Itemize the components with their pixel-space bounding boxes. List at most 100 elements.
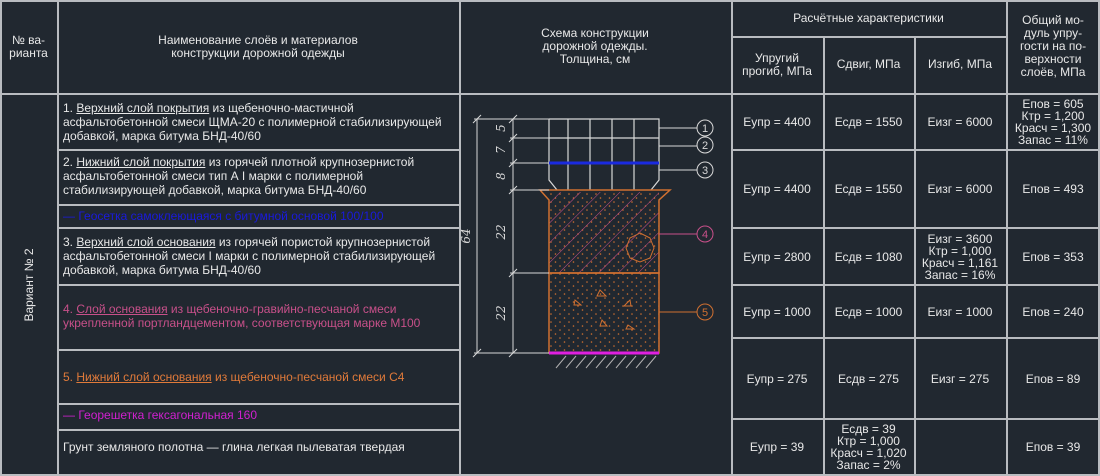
- border: [0, 474, 1100, 476]
- callout-3: 3: [659, 161, 714, 179]
- divider: [731, 418, 1100, 420]
- callout-4: 4: [659, 225, 714, 243]
- svg-text:3: 3: [702, 165, 708, 177]
- shear-value: Есдв = 1080: [834, 249, 903, 264]
- divider: [1006, 0, 1008, 476]
- divider: [57, 0, 59, 476]
- layer-num: 1.: [63, 101, 77, 115]
- layer-material: из щебеночно-мастичной асфальтобетонной …: [63, 101, 442, 143]
- layer-2-description: 2. Нижний слой покрытия из горячей плотн…: [63, 155, 455, 197]
- layer-1-description: 1. Верхний слой покрытия из щебеночно-ма…: [63, 101, 455, 143]
- geonet-description: — Геосетка самоклеющаяся с битумной осно…: [63, 209, 384, 223]
- thickness-label: 5: [494, 124, 508, 132]
- callout-2: 2: [659, 136, 714, 154]
- divider: [57, 429, 459, 431]
- layer-num: 5.: [63, 370, 77, 384]
- divider: [731, 0, 733, 476]
- border: [0, 0, 2, 476]
- divider: [57, 149, 459, 151]
- callout-1: 1: [659, 119, 714, 137]
- layer-name: Нижний слой основания: [76, 370, 212, 384]
- divider: [57, 403, 459, 405]
- bending-value: Еизг = 6000: [927, 115, 993, 129]
- divider: [57, 204, 459, 206]
- bending-value: Еизг = 6000: [927, 182, 993, 196]
- layer-num: 2.: [63, 155, 77, 169]
- layer-material: из щебеночно-гравийно-песчаной смеси укр…: [63, 302, 421, 330]
- header-shear: Сдвиг, МПа: [836, 57, 901, 71]
- bending-value: Еизг = 275: [930, 371, 990, 386]
- divider: [823, 36, 825, 476]
- divider: [731, 337, 1100, 339]
- asphalt-layers: [548, 118, 660, 191]
- deflection-value: Еупр = 275: [746, 371, 808, 386]
- layer-material: из щебеночно-песчаной смеси С4: [211, 370, 405, 384]
- svg-text:5: 5: [702, 307, 708, 319]
- shear-value: Есдв = 1550: [834, 115, 903, 129]
- deflection-value: Еупр = 39: [749, 440, 805, 454]
- divider: [57, 284, 459, 286]
- header-calc: Расчётные характеристики: [793, 10, 944, 25]
- deflection-value: Еупр = 2800: [743, 249, 811, 264]
- subgrade-description: Грунт земляного полотна — глина легкая п…: [63, 440, 405, 454]
- thickness-label: 8: [494, 172, 508, 180]
- subgrade-hatch: [555, 355, 657, 369]
- total-value: Епов = 605 Ктр = 1,200 Красч = 1,300 Зап…: [1014, 97, 1092, 147]
- shear-value: Есдв = 1000: [834, 304, 903, 319]
- layer-3-description: 3. Верхний слой основания из горячей пор…: [63, 235, 455, 277]
- deflection-value: Еупр = 1000: [743, 304, 811, 319]
- layer-num: 3.: [63, 235, 77, 249]
- border: [1098, 0, 1100, 476]
- layer-num: 4.: [63, 302, 77, 316]
- divider: [731, 36, 1006, 38]
- total-value: Епов = 89: [1025, 371, 1081, 386]
- bending-value: Еизг = 3600 Ктр = 1,000 Красч = 1,161 За…: [921, 231, 999, 282]
- divider: [914, 36, 916, 476]
- layer-5-description: 5. Нижний слой основания из щебеночно-пе…: [63, 370, 455, 384]
- geogrid-description: — Георешетка гексагональная 160: [63, 408, 257, 422]
- layer-name: Верхний слой основания: [76, 235, 216, 249]
- layer-name: Верхний слой покрытия: [76, 101, 210, 115]
- divider: [0, 93, 1100, 95]
- shear-value: Есдв = 275: [838, 371, 899, 386]
- layer-4-description: 4. Слой основания из щебеночно-гравийно-…: [63, 302, 455, 330]
- divider: [459, 0, 461, 476]
- divider: [57, 349, 459, 351]
- divider: [731, 149, 1100, 151]
- thickness-label: 7: [494, 146, 508, 154]
- deflection-value: Еупр = 4400: [743, 115, 811, 129]
- layer-material: из горячей плотной крупнозернистой асфал…: [63, 155, 415, 197]
- total-value: Епов = 493: [1022, 182, 1084, 196]
- total-value: Епов = 39: [1025, 440, 1081, 454]
- svg-text:2: 2: [702, 140, 708, 152]
- header-bending: Изгиб, МПа: [927, 57, 993, 71]
- layer-name: Нижний слой покрытия: [76, 155, 206, 169]
- layer-name: Слой основания: [76, 302, 168, 316]
- layer-4-cement-base: [538, 189, 672, 274]
- divider: [731, 227, 1100, 229]
- divider: [57, 227, 459, 229]
- svg-text:4: 4: [702, 229, 708, 241]
- total-value: Епов = 240: [1022, 304, 1084, 319]
- header-layers: Наименование слоёв и материалов конструк…: [158, 32, 358, 60]
- dimension-lines: [472, 114, 549, 358]
- bending-value: Еизг = 1000: [927, 304, 993, 319]
- shear-value: Есдв = 1550: [834, 182, 903, 196]
- thickness-label: 22: [494, 305, 508, 321]
- svg-text:1: 1: [702, 123, 708, 135]
- divider: [731, 284, 1100, 286]
- deflection-value: Еупр = 4400: [743, 182, 811, 196]
- border: [0, 0, 1100, 2]
- header-variant-no: № ва- рианта: [9, 32, 48, 60]
- total-thickness-label: 64: [459, 228, 473, 243]
- header-scheme: Схема конструкции дорожной одежды. Толщи…: [541, 26, 649, 66]
- header-deflection: Упругий прогиб, МПа: [742, 50, 812, 78]
- shear-value: Есдв = 39 Ктр = 1,000 Красч = 1,020 Запа…: [830, 422, 907, 472]
- header-total-modulus: Общий мо- дуль упру- гости на по- верхно…: [1019, 13, 1087, 79]
- total-value: Епов = 353: [1022, 249, 1084, 264]
- thickness-label: 22: [494, 224, 508, 240]
- callout-5: 5: [659, 303, 714, 321]
- layer-5-crushed-stone: [548, 272, 660, 354]
